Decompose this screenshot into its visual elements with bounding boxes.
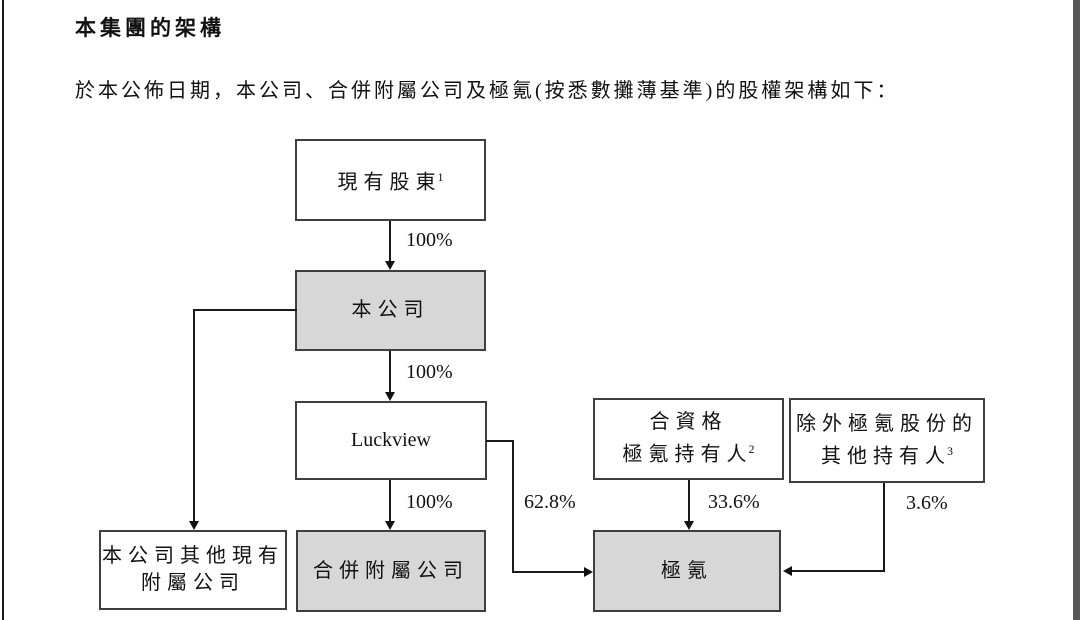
node-other-existing-subsidiaries: 本公司其他現有附屬公司 [99, 530, 287, 610]
connector-company-to-other-subsidiaries-h [193, 309, 297, 311]
pct-eligible-to-zeekr: 33.6% [708, 491, 760, 513]
arrowhead-down-icon [385, 392, 395, 401]
page-left-border [2, 0, 4, 620]
node-consolidated-affiliated-entities: 合併附屬公司 [296, 530, 486, 612]
pct-shareholders-to-company: 100% [406, 229, 453, 251]
connector-luckview-to-zeekr-h2 [512, 571, 586, 573]
arrowhead-left-icon [783, 566, 792, 576]
arrowhead-down-icon [189, 521, 199, 530]
node-label: 極氪 [661, 559, 713, 582]
node-label: 合併附屬公司 [313, 559, 469, 582]
intro-text: 於本公佈日期，本公司、合併附屬公司及極氪(按悉數攤薄基準)的股權架構如下： [75, 80, 900, 102]
node-label: Luckview [351, 429, 431, 451]
node-eligible-zeekr-holders: 合資格極氪持有人2 [593, 398, 784, 480]
node-the-company: 本公司 [295, 270, 486, 351]
connector-luckview-to-zeekr-v [512, 440, 514, 573]
connector-company-to-other-subsidiaries-v [193, 309, 195, 522]
connector-excluded-to-zeekr-h [792, 570, 885, 572]
node-label: 本公司 [351, 299, 430, 321]
connector-luckview-to-consolidated [389, 480, 391, 522]
pct-luckview-to-zeekr: 62.8% [524, 491, 576, 513]
node-other-holders-excluded-zeekr-shares: 除外極氪股份的其他持有人3 [789, 398, 985, 483]
node-label: 合資格極氪持有人2 [622, 411, 755, 466]
pct-luckview-to-consolidated: 100% [406, 491, 453, 513]
arrowhead-down-icon [385, 261, 395, 270]
connector-eligible-to-zeekr [688, 480, 690, 522]
arrowhead-down-icon [385, 521, 395, 530]
node-zeekr: 極氪 [593, 530, 781, 612]
node-label: 除外極氪股份的其他持有人3 [796, 412, 978, 468]
connector-shareholders-to-company [389, 221, 391, 262]
node-label: 現有股東1 [337, 169, 444, 194]
connector-luckview-to-zeekr-h1 [486, 440, 514, 442]
pct-excluded-to-zeekr: 3.6% [906, 492, 948, 514]
page-right-edge-bar [1073, 0, 1080, 620]
connector-company-to-luckview [389, 351, 391, 393]
page-title: 本集團的架構 [75, 16, 225, 40]
arrowhead-down-icon [684, 521, 694, 530]
arrowhead-right-icon [584, 567, 593, 577]
connector-excluded-to-zeekr-v [883, 483, 885, 572]
node-existing-shareholders: 現有股東1 [295, 139, 486, 221]
pct-company-to-luckview: 100% [406, 361, 453, 383]
node-label: 本公司其他現有附屬公司 [102, 545, 284, 594]
node-luckview: Luckview [295, 401, 487, 480]
